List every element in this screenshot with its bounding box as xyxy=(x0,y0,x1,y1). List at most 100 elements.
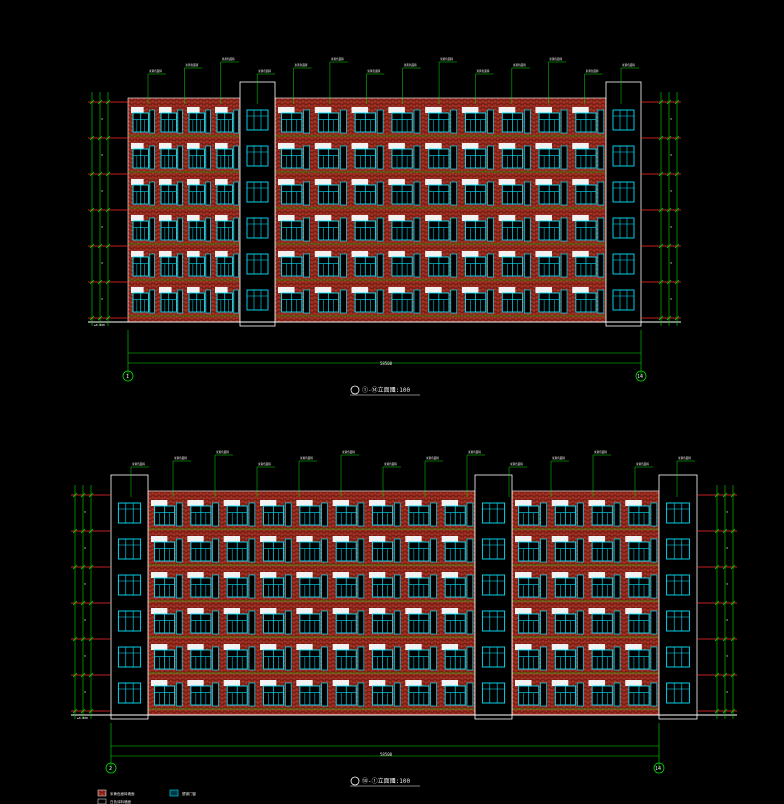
balcony-slab xyxy=(296,572,313,578)
dimension-tick xyxy=(80,564,86,570)
side-window xyxy=(233,217,239,242)
side-window xyxy=(357,682,365,707)
window xyxy=(428,292,450,313)
side-window xyxy=(466,574,474,599)
side-window xyxy=(560,145,568,170)
dimension-tick xyxy=(674,207,680,213)
dimension-tick xyxy=(72,708,78,714)
stair-window xyxy=(612,145,635,167)
brick-facade-block xyxy=(511,490,660,716)
window xyxy=(628,577,650,598)
annotation-text: 米黄色面砖 xyxy=(342,450,355,454)
annotation-text: 米黄色面砖 xyxy=(216,450,229,454)
window xyxy=(299,505,321,526)
stair-tower xyxy=(474,474,513,720)
window xyxy=(444,685,466,706)
balcony-slab xyxy=(388,251,405,257)
side-window xyxy=(413,253,421,278)
balcony-slab xyxy=(151,500,168,506)
dimension-tick xyxy=(658,315,664,321)
window xyxy=(335,613,357,634)
balcony-slab xyxy=(351,251,369,257)
window xyxy=(408,649,430,670)
window xyxy=(335,541,357,562)
stair-window xyxy=(246,289,269,311)
side-window xyxy=(248,610,256,635)
side-window xyxy=(560,181,568,206)
balcony-slab xyxy=(572,107,589,113)
balcony-slab xyxy=(351,143,369,149)
dimension-tick xyxy=(89,315,95,321)
balcony-slab xyxy=(425,215,442,221)
dimension-text: 3 xyxy=(84,618,86,622)
window xyxy=(538,112,560,133)
side-window xyxy=(321,610,328,635)
side-window xyxy=(321,574,328,599)
window xyxy=(354,292,376,313)
side-window xyxy=(450,217,458,242)
window xyxy=(263,613,284,634)
side-window xyxy=(149,145,155,170)
window xyxy=(216,292,233,313)
side-window xyxy=(376,145,384,170)
balcony-slab xyxy=(131,251,144,257)
dimension-tick xyxy=(97,207,103,213)
annotation-text: 米黄色面砖 xyxy=(468,450,481,454)
window xyxy=(538,256,560,277)
balcony-slab xyxy=(223,572,241,578)
balcony-slab xyxy=(369,644,386,650)
drawing-title-lower: ⑭-①立面图 1:100 xyxy=(350,776,420,787)
side-window xyxy=(540,502,547,527)
side-window xyxy=(340,289,347,314)
window xyxy=(444,541,466,562)
window xyxy=(465,184,487,205)
dimension-tick xyxy=(97,99,103,105)
side-window xyxy=(393,538,401,563)
annotation-text: 米黄色面砖 xyxy=(132,462,145,466)
dimension-tick xyxy=(674,135,680,141)
side-window xyxy=(303,181,310,206)
side-window xyxy=(430,646,437,671)
balcony-slab xyxy=(405,680,422,686)
stair-window xyxy=(612,289,635,311)
window xyxy=(391,292,413,313)
balcony-slab xyxy=(260,680,277,686)
stair-window xyxy=(612,217,635,239)
balcony-slab xyxy=(159,251,172,257)
window xyxy=(554,685,577,706)
balcony-slab xyxy=(131,287,144,293)
side-window xyxy=(248,538,256,563)
side-window xyxy=(524,217,531,242)
dimension-tick xyxy=(658,135,664,141)
side-window xyxy=(284,610,292,635)
annotation-text: 米黄色面砖 xyxy=(384,462,397,466)
dimension-text: 3 xyxy=(670,225,672,229)
side-window xyxy=(212,682,219,707)
dimension-text: 3 xyxy=(101,297,103,301)
window xyxy=(160,148,177,169)
side-window xyxy=(284,682,292,707)
window xyxy=(216,112,233,133)
dimension-text: 3 xyxy=(726,690,728,694)
side-window xyxy=(205,181,211,206)
side-window xyxy=(177,109,183,134)
window xyxy=(226,505,248,526)
balcony-slab xyxy=(187,107,200,113)
dimension-tick xyxy=(722,600,728,606)
annotation-text: 米黄色面砖 xyxy=(149,69,162,73)
balcony-slab xyxy=(535,143,552,149)
stair-tower xyxy=(239,81,276,327)
side-window xyxy=(487,253,494,278)
side-window xyxy=(613,646,621,671)
window xyxy=(216,220,233,241)
window xyxy=(391,220,413,241)
window xyxy=(372,505,393,526)
side-window xyxy=(248,682,256,707)
window xyxy=(575,112,597,133)
annotation-text: 米黄色面砖 xyxy=(510,462,523,466)
window xyxy=(335,685,357,706)
annotation-text: 米黄色面砖 xyxy=(174,456,187,460)
dimension-tick xyxy=(722,492,728,498)
dimension-text: 3 xyxy=(84,510,86,514)
window xyxy=(554,505,577,526)
